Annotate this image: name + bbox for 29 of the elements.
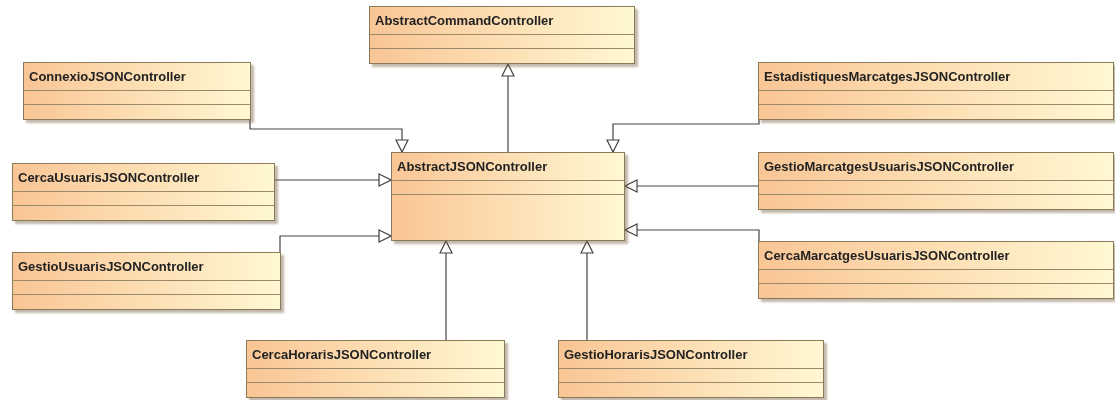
class-box — [12, 163, 275, 221]
class-name: AbstractCommandController — [375, 11, 554, 30]
class-name: GestioMarcatgesUsuarisJSONController — [764, 157, 1014, 176]
generalization-arrow — [624, 223, 760, 242]
class-box — [758, 241, 1114, 299]
generalization-arrow — [279, 229, 392, 253]
class-box — [391, 152, 625, 241]
generalization-arrow — [580, 240, 594, 341]
class-name: CercaUsuarisJSONController — [18, 168, 200, 187]
class-box — [558, 340, 824, 398]
class-box — [23, 62, 251, 120]
class-box — [369, 6, 635, 64]
class-box — [246, 340, 505, 398]
generalization-arrow — [501, 63, 515, 153]
class-box — [758, 152, 1114, 210]
generalization-arrow — [274, 173, 392, 187]
class-box — [12, 252, 281, 310]
class-name: CercaHorarisJSONController — [252, 345, 432, 364]
generalization-arrow — [606, 119, 760, 153]
class-box — [758, 62, 1114, 120]
generalization-arrow — [249, 119, 409, 153]
class-name: GestioUsuarisJSONController — [18, 257, 204, 276]
class-name: AbstractJSONController — [397, 157, 548, 176]
class-name: ConnexioJSONController — [29, 67, 186, 86]
class-name: CercaMarcatgesUsuarisJSONController — [764, 246, 1010, 265]
class-name: GestioHorarisJSONController — [564, 345, 748, 364]
generalization-arrow — [624, 179, 759, 193]
class-name: EstadistiquesMarcatgesJSONController — [764, 67, 1011, 86]
generalization-arrow — [439, 240, 453, 341]
